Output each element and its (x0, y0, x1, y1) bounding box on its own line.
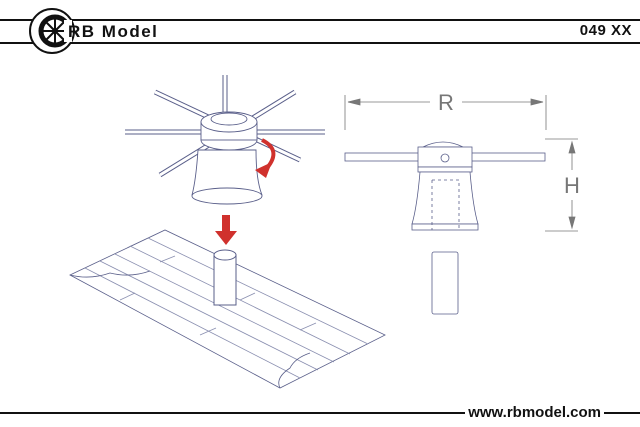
capstan-side-view (344, 141, 546, 315)
rotate-arrow-icon (255, 138, 276, 178)
footer-rule (0, 412, 640, 414)
dimension-h-label: H (564, 173, 580, 198)
product-code: 049 XX (579, 22, 632, 39)
header-rule-top (0, 19, 640, 21)
deck-planks (69, 229, 386, 389)
capstan-perspective (125, 75, 325, 205)
website-link: www.rbmodel.com (465, 404, 604, 421)
brand-name: RB Model (68, 22, 159, 41)
dimension-lines (344, 95, 578, 232)
insert-arrow-icon (215, 215, 237, 245)
dimension-r-label: R (438, 90, 454, 115)
header-rule-bottom (0, 42, 640, 44)
logo-wheel-icon (29, 8, 75, 54)
deck-pin (213, 249, 237, 306)
